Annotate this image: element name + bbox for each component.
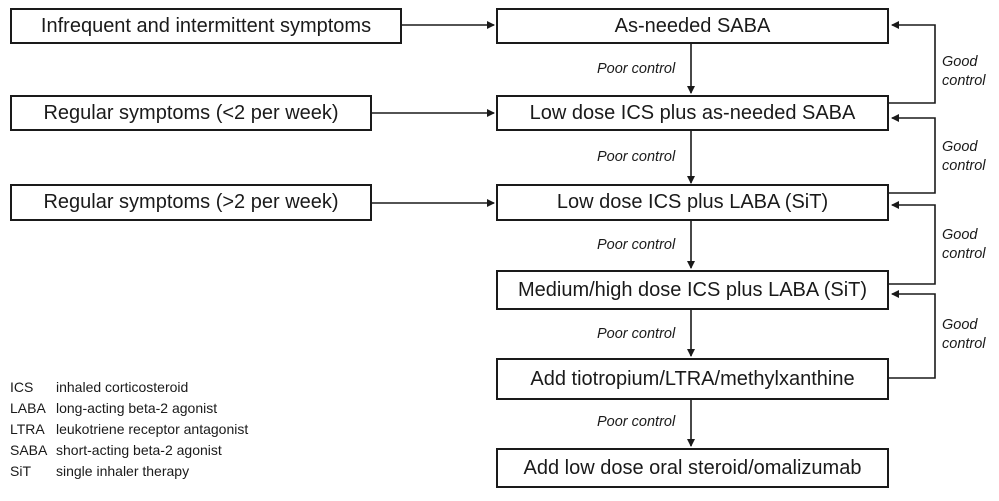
step-box-6: Add low dose oral steroid/omalizumab	[496, 448, 889, 488]
step-box-3: Low dose ICS plus LABA (SiT)	[496, 184, 889, 221]
good-control-label-4: Good control	[942, 316, 986, 354]
poor-control-label-4: Poor control	[597, 326, 676, 342]
symptom-box-regular-lt2: Regular symptoms (<2 per week)	[10, 95, 372, 131]
legend-row: SABA short-acting beta-2 agonist	[10, 440, 248, 461]
step-box-5: Add tiotropium/LTRA/methylxanthine	[496, 358, 889, 400]
symptom-box-infrequent: Infrequent and intermittent symptoms	[10, 8, 402, 44]
arrow-good-1	[889, 21, 936, 104]
good-control-label-3: Good control	[942, 226, 986, 264]
good-control-line-1: Good	[942, 54, 978, 70]
arrow-good-4	[889, 290, 936, 379]
legend-row: SiT single inhaler therapy	[10, 461, 248, 482]
legend-text: leukotriene receptor antagonist	[56, 421, 249, 437]
good-control-line-2: control	[942, 73, 986, 89]
step-box-2: Low dose ICS plus as-needed SABA	[496, 95, 889, 131]
step-box-4: Medium/high dose ICS plus LABA (SiT)	[496, 270, 889, 310]
legend-text: single inhaler therapy	[56, 463, 190, 479]
arrow-good-3	[889, 201, 936, 285]
legend-row: LTRA leukotriene receptor antagonist	[10, 419, 248, 440]
good-control-line-2: control	[942, 158, 986, 174]
poor-control-label-3: Poor control	[597, 237, 676, 253]
good-control-label-2: Good control	[942, 138, 986, 176]
legend-text: inhaled corticosteroid	[56, 379, 189, 395]
legend-row: LABA long-acting beta-2 agonist	[10, 398, 248, 419]
good-control-line-1: Good	[942, 317, 978, 333]
good-control-line-2: control	[942, 336, 986, 352]
symptom-box-regular-gt2: Regular symptoms (>2 per week)	[10, 184, 372, 221]
arrow-good-2	[889, 114, 936, 194]
legend-abbr: LTRA	[10, 421, 45, 437]
poor-control-label-5: Poor control	[597, 414, 676, 430]
step-box-1: As-needed SABA	[496, 8, 889, 44]
legend-abbr: SABA	[10, 442, 48, 458]
legend-text: short-acting beta-2 agonist	[56, 442, 222, 458]
poor-control-label-2: Poor control	[597, 149, 676, 165]
good-control-line-1: Good	[942, 227, 978, 243]
legend-row: ICS inhaled corticosteroid	[10, 377, 248, 398]
good-control-label-1: Good control	[942, 53, 986, 91]
abbreviation-legend: ICS inhaled corticosteroid LABA long-act…	[10, 377, 248, 482]
legend-text: long-acting beta-2 agonist	[56, 400, 218, 416]
good-control-line-2: control	[942, 246, 986, 262]
good-control-line-1: Good	[942, 139, 978, 155]
legend-abbr: SiT	[10, 463, 31, 479]
poor-control-label-1: Poor control	[597, 61, 676, 77]
legend-abbr: LABA	[10, 400, 46, 416]
legend-abbr: ICS	[10, 379, 34, 395]
